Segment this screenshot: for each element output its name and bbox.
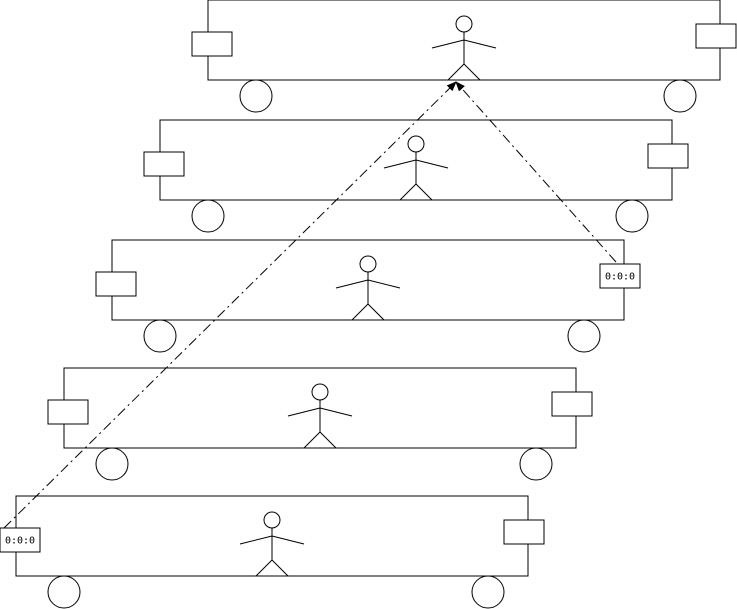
carriage-5: 0:0:0	[0, 495, 545, 609]
carriage-3-right-wheel	[567, 319, 601, 353]
carriage-5-left-wheel	[47, 575, 81, 609]
carriage-5-right-wheel	[471, 575, 505, 609]
carriage-4-left-wheel	[95, 447, 129, 481]
carriage-2-left-wheel	[191, 199, 225, 233]
carriage-5-right-box	[503, 519, 545, 545]
carriage-5-figure	[239, 511, 305, 577]
carriage-1-right-wheel	[663, 79, 697, 113]
carriage-2-right-box	[647, 143, 689, 169]
carriage-1	[191, 0, 737, 113]
carriage-4	[47, 367, 593, 481]
carriage-1-figure	[431, 15, 497, 81]
carriage-3-right-counter-label: 0:0:0	[605, 272, 635, 283]
carriage-5-left-counter-label: 0:0:0	[5, 536, 35, 547]
carriage-3-right-counter: 0:0:0	[599, 263, 641, 289]
carriage-1-left-box	[191, 31, 233, 57]
link-2	[455, 81, 617, 263]
carriage-3-left-box	[95, 271, 137, 297]
carriage-3-figure	[335, 255, 401, 321]
carriage-3: 0:0:0	[95, 239, 641, 353]
carriage-1-right-box	[695, 23, 737, 49]
carriage-2-right-wheel	[615, 199, 649, 233]
carriage-5-left-counter: 0:0:0	[0, 527, 41, 553]
carriage-2	[143, 119, 689, 233]
carriage-2-figure	[383, 135, 449, 201]
link-1	[3, 81, 457, 529]
carriage-3-left-wheel	[143, 319, 177, 353]
carriage-1-left-wheel	[239, 79, 273, 113]
carriage-4-right-box	[551, 391, 593, 417]
carriage-4-left-box	[47, 399, 89, 425]
carriage-2-left-box	[143, 151, 185, 177]
carriage-4-right-wheel	[519, 447, 553, 481]
carriage-4-figure	[287, 383, 353, 449]
